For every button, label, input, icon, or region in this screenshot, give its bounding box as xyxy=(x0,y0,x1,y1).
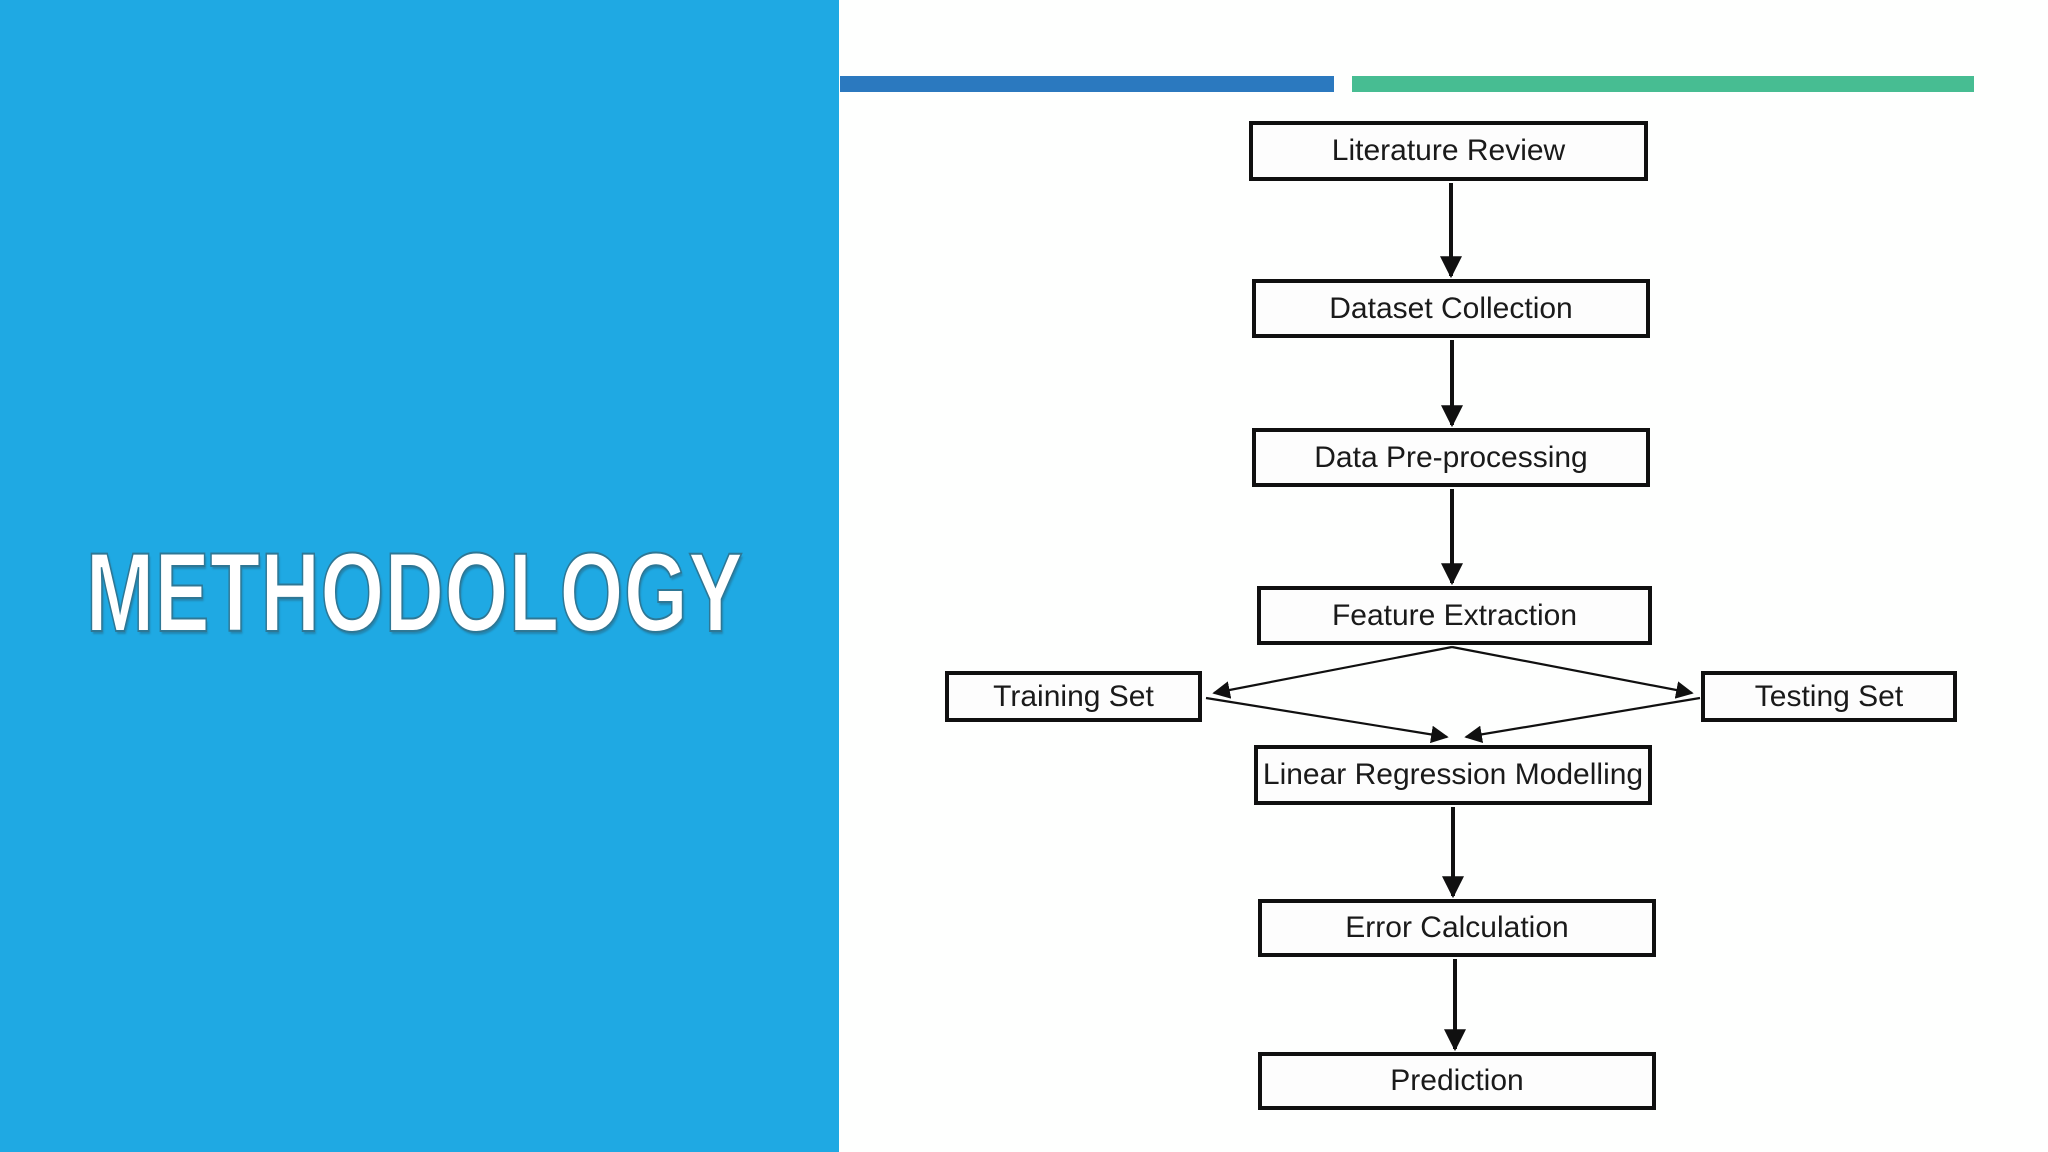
flow-node-label: Linear Regression Modelling xyxy=(1262,758,1644,791)
flow-node-label: Literature Review xyxy=(1331,134,1566,167)
flow-node-dataset-collection: Dataset Collection xyxy=(1252,279,1650,338)
flow-node-feature-extraction: Feature Extraction xyxy=(1257,586,1652,645)
flow-node-label: Dataset Collection xyxy=(1329,291,1573,325)
flow-node-label: Error Calculation xyxy=(1345,911,1569,944)
flow-node-training-set: Training Set xyxy=(945,671,1202,722)
flow-node-label: Training Set xyxy=(993,679,1154,713)
accent-bar-blue xyxy=(840,76,1334,92)
flow-node-testing-set: Testing Set xyxy=(1701,671,1957,722)
flow-node-label: Testing Set xyxy=(1754,679,1904,713)
slide-title: METHODOLOGY xyxy=(85,530,744,655)
left-panel: METHODOLOGY xyxy=(0,0,839,1152)
flow-node-literature-review: Literature Review xyxy=(1249,121,1648,181)
flow-node-prediction: Prediction xyxy=(1258,1052,1656,1110)
flow-node-data-pre-processing: Data Pre-processing xyxy=(1252,428,1650,487)
flow-node-label: Prediction xyxy=(1390,1064,1524,1097)
flow-node-error-calculation: Error Calculation xyxy=(1258,899,1656,957)
accent-bar-green xyxy=(1352,76,1974,92)
flow-node-label: Feature Extraction xyxy=(1331,598,1578,632)
slide-title-wrap: METHODOLOGY xyxy=(85,530,987,655)
flow-node-linear-regression-modelling: Linear Regression Modelling xyxy=(1254,745,1652,805)
flow-node-label: Data Pre-processing xyxy=(1314,440,1588,474)
